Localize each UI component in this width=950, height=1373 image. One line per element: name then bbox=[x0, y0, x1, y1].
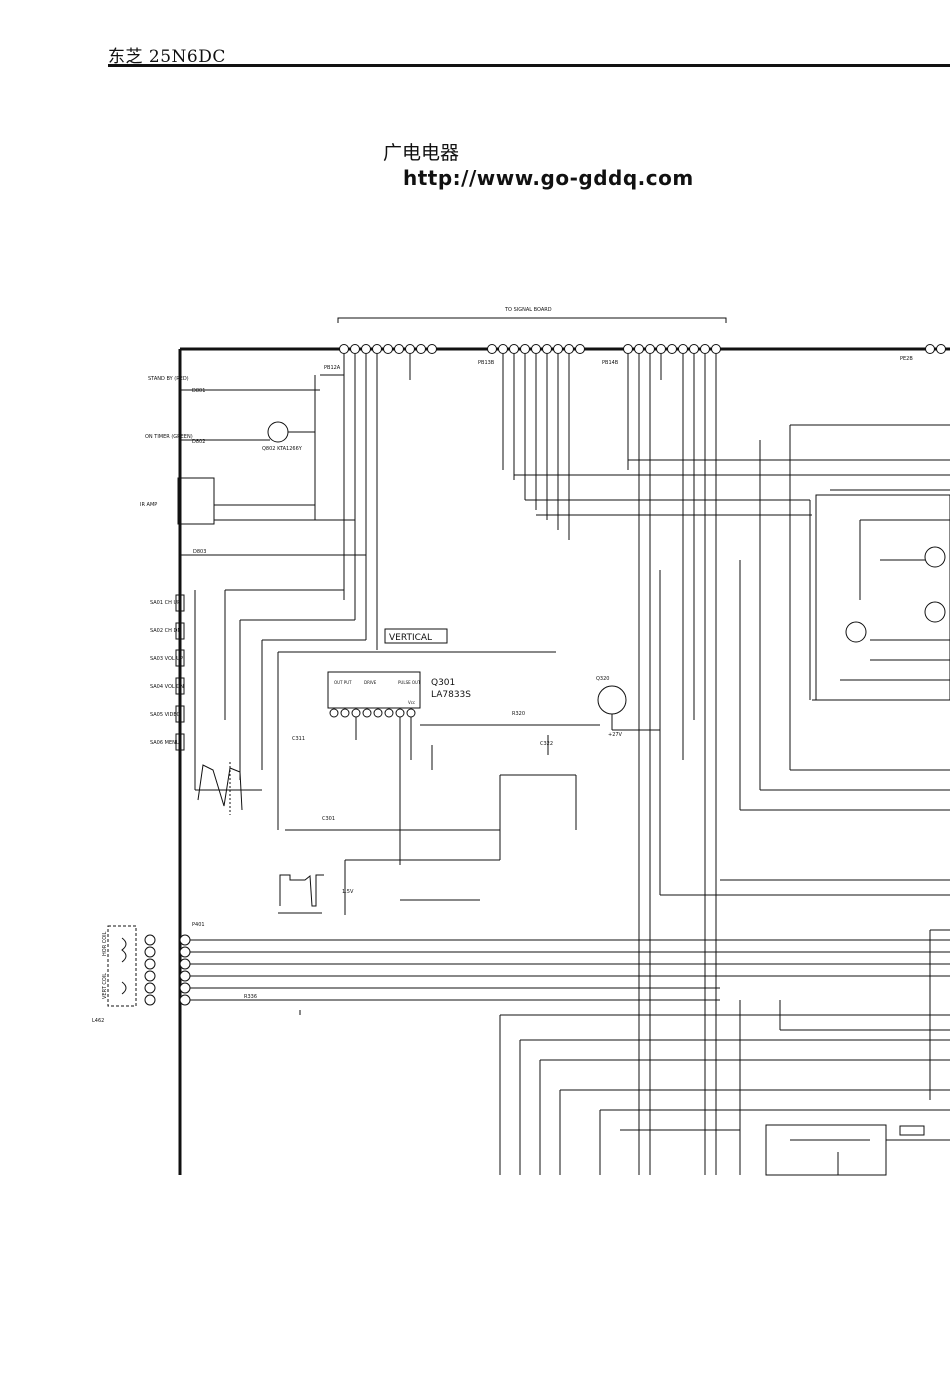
transistor-q320 bbox=[597, 685, 627, 715]
ic-q301-ref: Q301 bbox=[431, 678, 455, 688]
header-rule bbox=[108, 64, 950, 67]
sa03-label: SA03 VOL UP bbox=[150, 656, 183, 662]
v15-label: 1.5V bbox=[342, 889, 354, 895]
watermark-url: http://www.go-gddq.com bbox=[403, 166, 694, 190]
front-panel-circuit bbox=[177, 374, 366, 791]
ic-pin-output: OUT PUT bbox=[334, 680, 352, 685]
connector-pb13b-label: PB13B bbox=[478, 360, 495, 366]
sa01-label: SA01 CH UP bbox=[150, 600, 180, 606]
hor-coil-label: HOR COIL bbox=[102, 931, 108, 956]
q802-label: Q802 KTA1266Y bbox=[262, 446, 303, 452]
sa02-label: SA02 CH DN bbox=[150, 628, 181, 634]
on-timer-label: ON TIMER (GREEN) bbox=[145, 434, 193, 440]
vertical-section bbox=[277, 651, 660, 915]
ic-q301-part: LA7833S bbox=[431, 690, 471, 700]
plus27v-label: +27V bbox=[608, 732, 623, 738]
yoke-bus-lines bbox=[190, 939, 950, 1015]
connector-pe2b-label: PE2B bbox=[900, 356, 913, 362]
right-subcircuit bbox=[815, 494, 950, 701]
connector-pe2b bbox=[925, 344, 946, 354]
connector-pb14b-label: PB14B bbox=[602, 360, 619, 366]
q320-label: Q320 bbox=[596, 676, 609, 682]
right-region-feeders bbox=[514, 424, 950, 896]
ic-q301-body bbox=[327, 671, 421, 709]
c322-label: C322 bbox=[540, 741, 553, 747]
l462-label: L462 bbox=[92, 1018, 104, 1024]
connector-pb12a-label: PB12A bbox=[324, 365, 341, 371]
ir-amp-label: IR AMP bbox=[140, 502, 157, 508]
page-header-title: 东芝 25N6DC bbox=[108, 47, 226, 67]
connector-pb12a bbox=[339, 344, 437, 354]
sa05-label: SA05 VIDEO bbox=[150, 712, 181, 718]
connector-p401 bbox=[107, 925, 191, 1007]
d801-label: D801 bbox=[192, 388, 205, 394]
stand-by-label: STAND BY (RED) bbox=[148, 376, 189, 382]
lower-routing-lines bbox=[499, 929, 950, 1175]
ic-pin-drive: DRIVE bbox=[364, 680, 377, 685]
watermark-site-name: 广电电器 bbox=[383, 142, 460, 164]
d802-label: D802 bbox=[192, 439, 205, 445]
signal-board-bracket bbox=[337, 317, 727, 323]
c311-label: C311 bbox=[292, 736, 305, 742]
d803-label: D803 bbox=[193, 549, 206, 555]
switch-symbols bbox=[175, 594, 185, 751]
signal-board-label: TO SIGNAL BOARD bbox=[504, 307, 552, 313]
waveform-sawtooth bbox=[197, 762, 243, 815]
power-supply-fragment bbox=[765, 1124, 950, 1176]
r320-label: R320 bbox=[512, 711, 525, 717]
r336-label: R336 bbox=[244, 994, 257, 1000]
connector-pb13b bbox=[487, 344, 585, 354]
vertical-section-label: VERTICAL bbox=[389, 633, 432, 643]
ic-pin-pulse: PULSE OUT bbox=[398, 680, 421, 685]
c301-label: C301 bbox=[322, 816, 335, 822]
vert-coil-label: VERT COIL bbox=[102, 973, 108, 999]
connector-pb14b bbox=[623, 344, 721, 354]
vertical-section-box bbox=[384, 628, 448, 644]
ic-pin-vcc: Vcc bbox=[408, 700, 415, 705]
connector-drop-lines bbox=[343, 354, 717, 1175]
sa04-label: SA04 VOL DN bbox=[150, 684, 184, 690]
waveform-pulse bbox=[278, 874, 324, 914]
connector-p401-label: P401 bbox=[192, 922, 205, 928]
sa06-label: SA06 MENU bbox=[150, 740, 180, 746]
